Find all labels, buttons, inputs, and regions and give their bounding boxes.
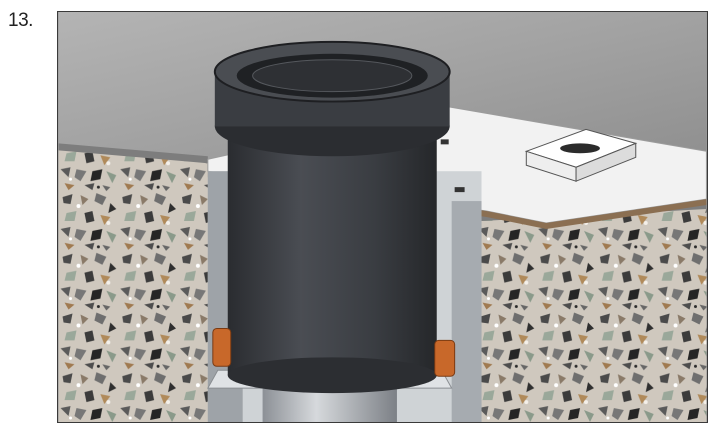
drain-pipe-bottom bbox=[227, 357, 437, 394]
clamp-left bbox=[212, 327, 232, 367]
screw-mark-1 bbox=[454, 187, 465, 193]
drain-collar-inner-ring bbox=[252, 59, 413, 93]
screw-mark-2 bbox=[440, 139, 449, 145]
label-box-side bbox=[575, 142, 637, 182]
terrazzo-section-right bbox=[481, 207, 707, 422]
drain-installation-illustration bbox=[57, 11, 708, 423]
drain-pipe-body bbox=[227, 121, 437, 376]
cavity-shadow-right bbox=[451, 201, 482, 422]
label-box-logo bbox=[560, 143, 600, 154]
slab-edge-left bbox=[58, 143, 208, 164]
step-number: 13. bbox=[8, 10, 33, 31]
terrazzo-section-left bbox=[58, 146, 208, 422]
clamp-right bbox=[434, 339, 456, 377]
